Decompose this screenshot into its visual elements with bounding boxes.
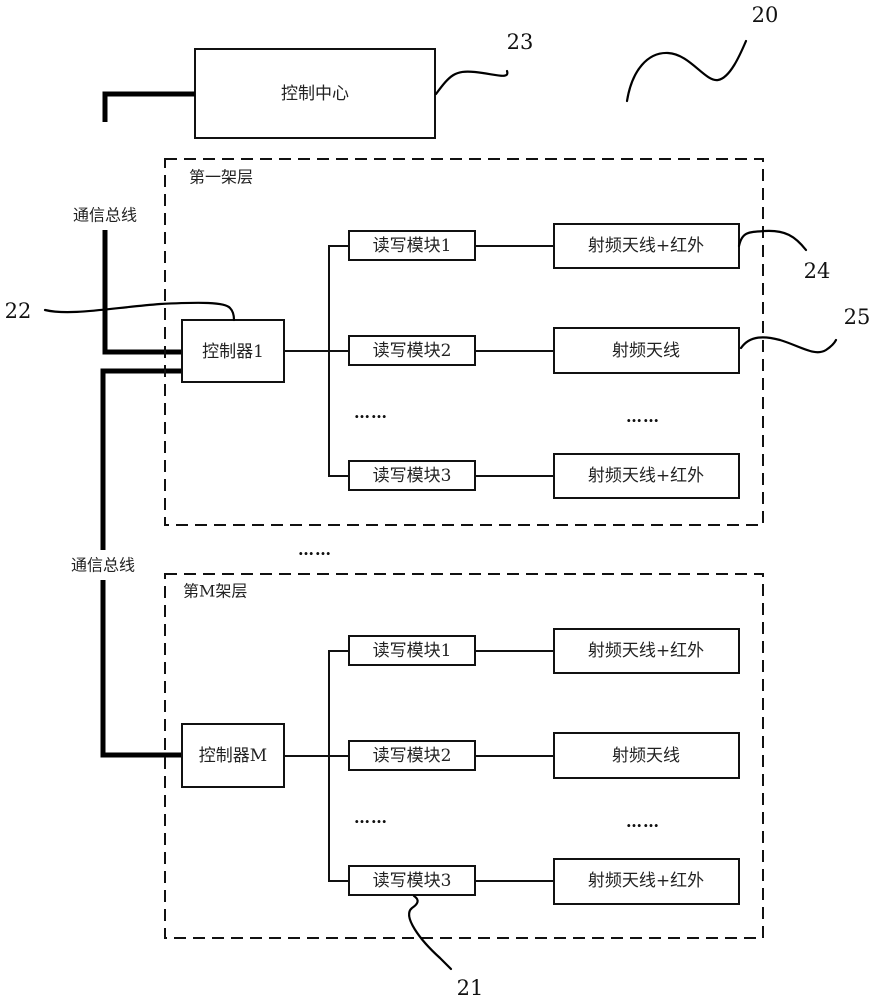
between-shelves-ellipsis: …… — [298, 540, 332, 559]
shelf-m-branch — [328, 650, 349, 882]
ref-25-label: 25 — [844, 305, 871, 329]
shelf-1-antenna-1-box — [553, 223, 740, 269]
controller-1-label: 控制器1 — [202, 342, 264, 362]
controller-1-box — [181, 319, 285, 383]
shelf-m: 第M架层 控制器M 读写模块1 读写模块2 读写模块3 …… 射频天线+红外 射… — [164, 573, 764, 939]
shelf-1-module-ellipsis: …… — [354, 403, 388, 422]
shelf-m-module-2-box — [348, 740, 476, 771]
shelf-m-module-2-label: 读写模块2 — [373, 746, 452, 766]
shelf-m-antenna-1-box — [553, 628, 740, 674]
shelf-m-module-3-label: 读写模块3 — [373, 871, 452, 891]
shelf-1-antenna-ellipsis: …… — [626, 407, 660, 426]
shelf-m-antenna-ellipsis: …… — [626, 812, 660, 831]
shelf-m-antenna-3-box — [553, 858, 740, 905]
shelf-1-module-1-label: 读写模块1 — [373, 236, 452, 256]
shelf-m-antenna-2-box — [553, 732, 740, 779]
control-center: 控制中心 — [194, 48, 436, 139]
ref-25-leader — [739, 336, 838, 354]
ref-21-label: 21 — [457, 976, 484, 1000]
shelf-m-border — [164, 573, 764, 939]
controller-m-box — [181, 723, 285, 788]
shelf-1-module-2-label: 读写模块2 — [373, 341, 452, 361]
ref-24-leader — [737, 229, 808, 252]
shelf-m-antenna-3-label: 射频天线+红外 — [588, 871, 704, 891]
bus-line-top — [102, 91, 195, 122]
shelf-m-module-1-label: 读写模块1 — [373, 641, 452, 661]
shelf-1-module-3-label: 读写模块3 — [373, 466, 452, 486]
shelf-m-antenna-2-label: 射频天线 — [612, 746, 680, 766]
shelf-1-branch — [328, 245, 349, 477]
shelf-m-module-1-box — [348, 635, 476, 666]
shelf-m-antenna-1-label: 射频天线+红外 — [588, 641, 704, 661]
shelf-1-antenna-3-box — [553, 453, 740, 499]
bus-line-to-controller-m — [100, 580, 183, 758]
shelf-m-module-ellipsis: …… — [354, 808, 388, 827]
control-center-box — [194, 48, 436, 139]
ref-24-label: 24 — [804, 259, 831, 283]
bus-label-1: 通信总线 — [73, 206, 137, 225]
ref-23-label: 23 — [507, 30, 534, 54]
ref-22-leader — [43, 301, 236, 322]
shelf-1: 第一架层 控制器1 读写模块1 读写模块2 读写模块3 …… 射频天线+红外 射… — [164, 158, 764, 526]
shelf-1-module-3-box — [348, 460, 476, 491]
shelf-1-antenna-2-label: 射频天线 — [612, 341, 680, 361]
shelf-m-title: 第M架层 — [183, 582, 247, 601]
control-center-label: 控制中心 — [281, 84, 349, 104]
ref-22-label: 22 — [5, 299, 32, 323]
shelf-1-antenna-2-box — [553, 327, 740, 374]
shelf-1-antenna-3-label: 射频天线+红外 — [588, 466, 704, 486]
ref-21-leader — [408, 894, 453, 971]
ref-23-leader — [434, 69, 509, 96]
bus-line-between-controllers — [100, 368, 183, 550]
ref-20-squiggle — [625, 39, 748, 103]
shelf-1-border — [164, 158, 764, 526]
shelf-1-antenna-1-label: 射频天线+红外 — [588, 236, 704, 256]
ref-20-label: 20 — [752, 3, 779, 27]
bus-label-2: 通信总线 — [71, 556, 135, 575]
shelf-1-title: 第一架层 — [189, 168, 253, 187]
bus-line-to-controller-1 — [102, 230, 183, 355]
controller-m-label: 控制器M — [199, 746, 267, 766]
